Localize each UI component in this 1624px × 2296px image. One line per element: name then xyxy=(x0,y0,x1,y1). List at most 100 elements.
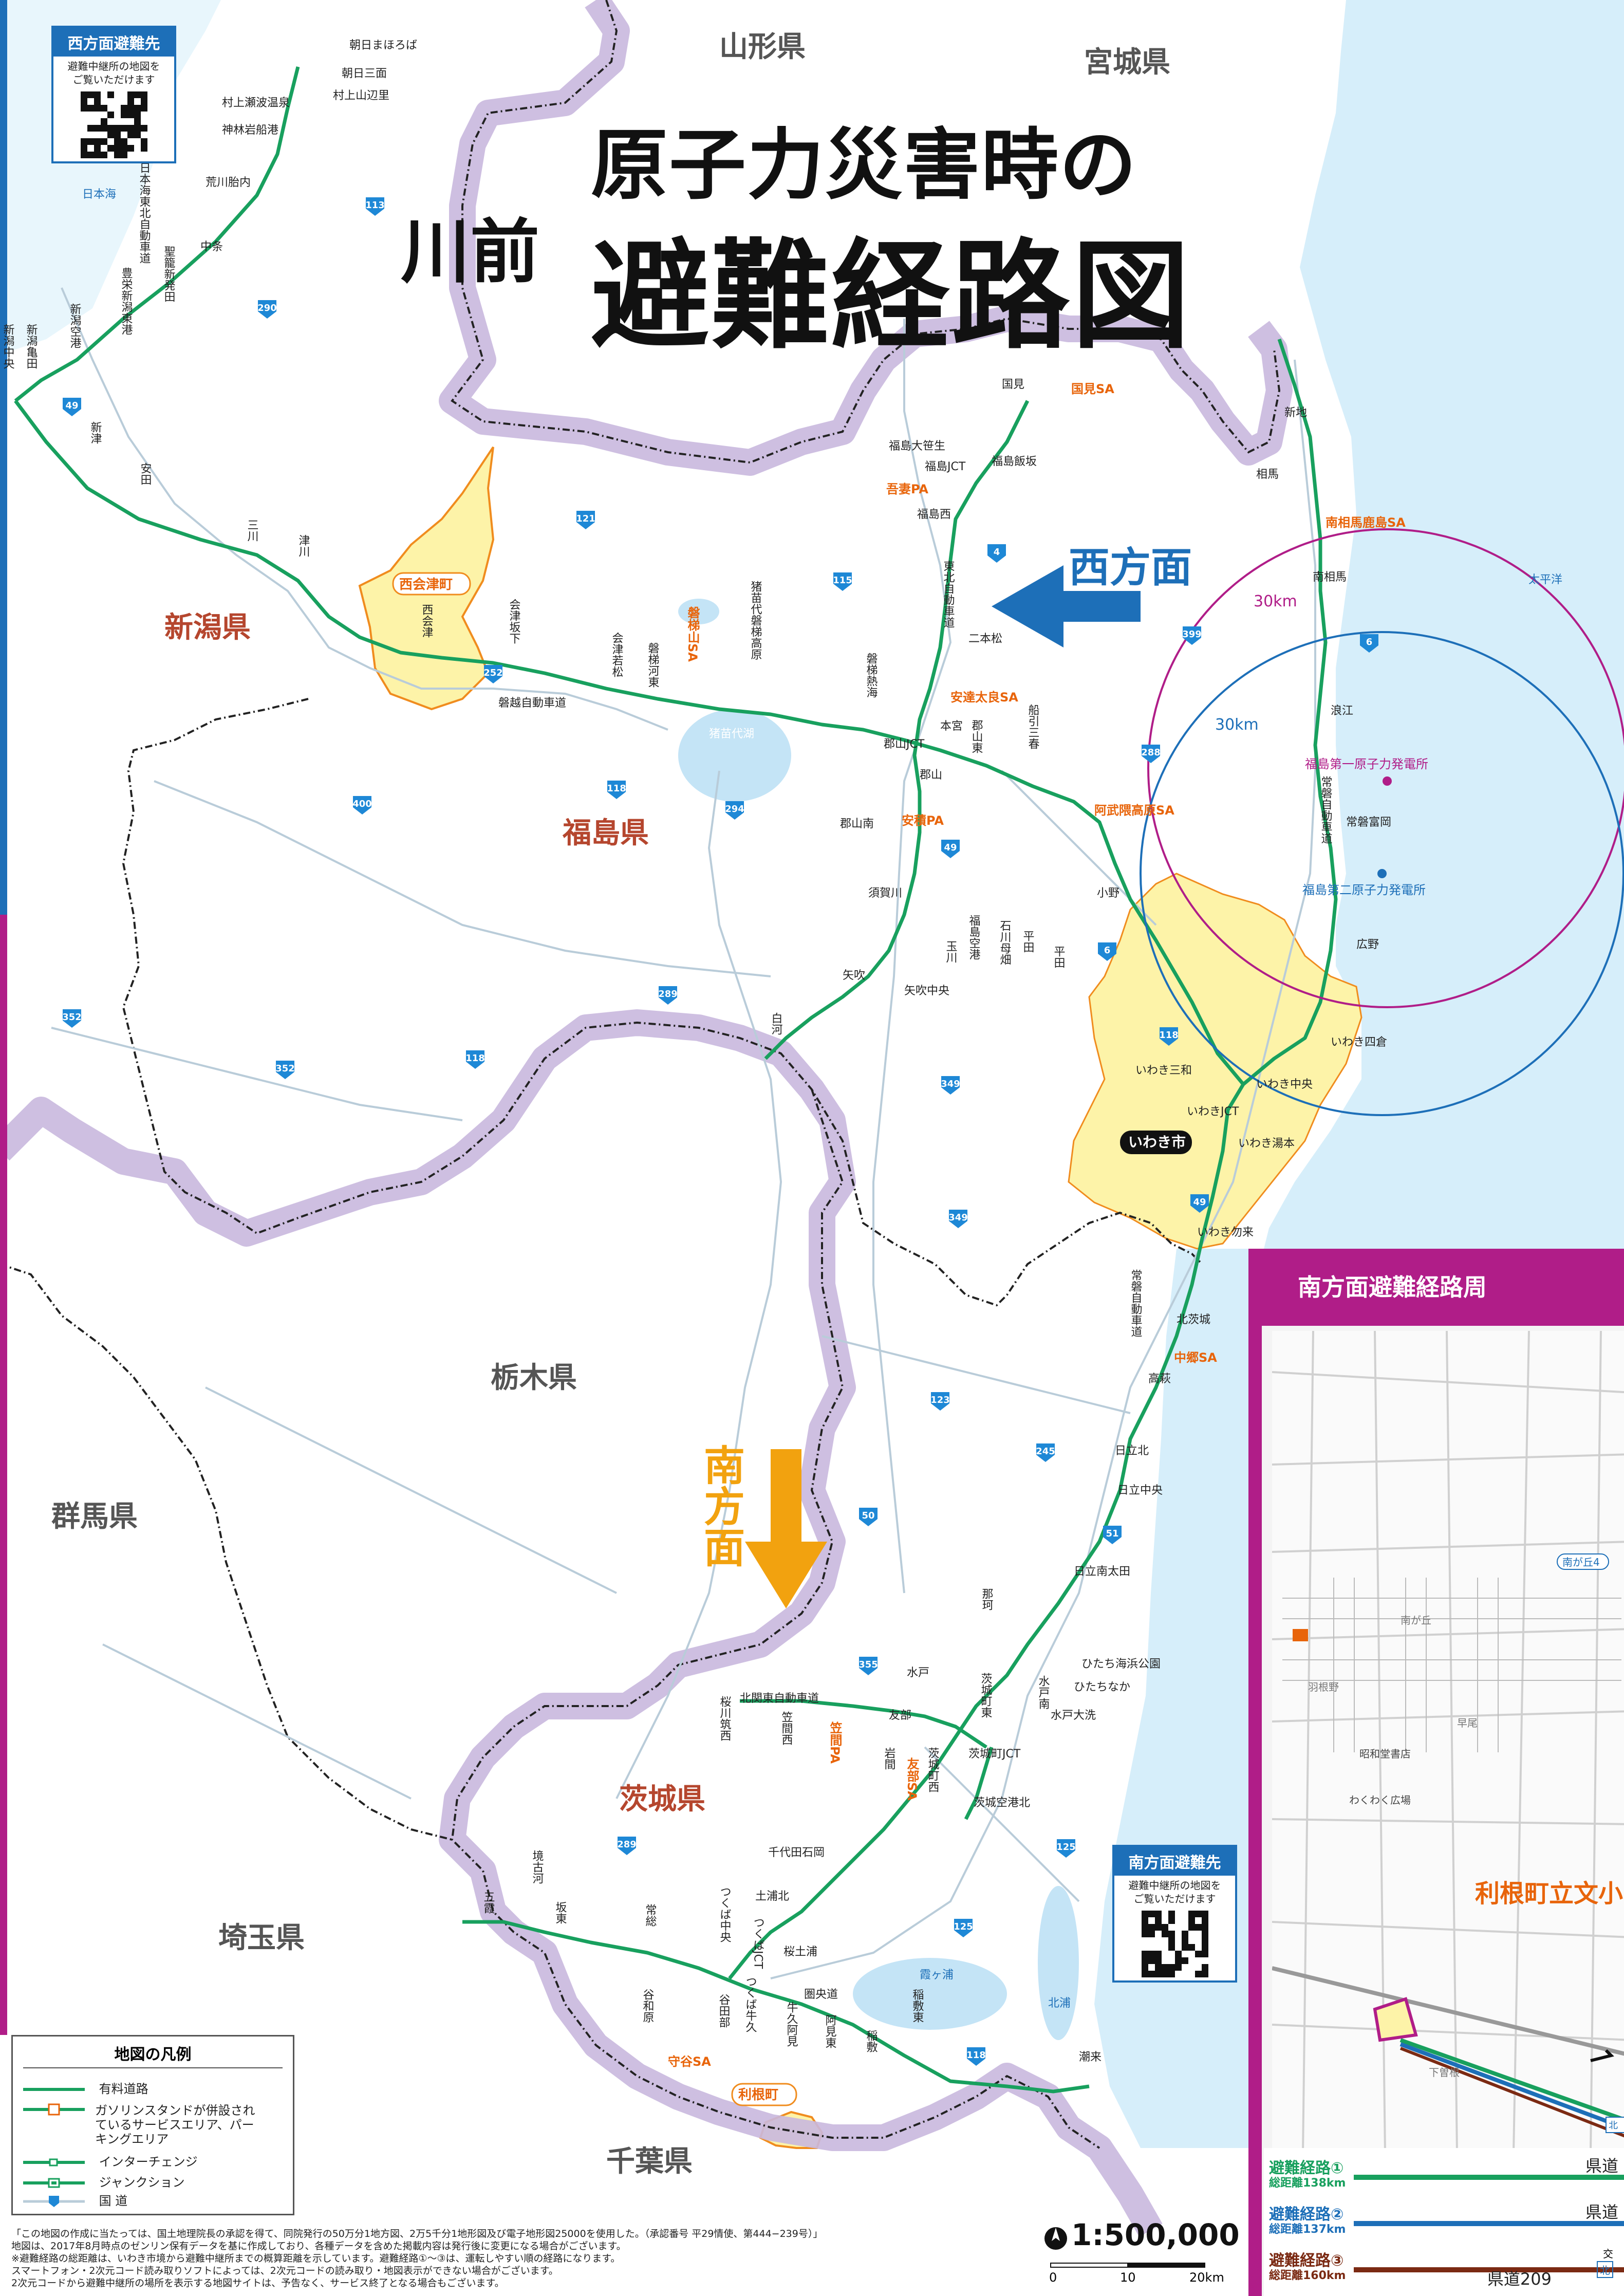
legend-national-label: 国 道 xyxy=(99,2194,128,2208)
ic-tsukuba-chuo: つくば中央 xyxy=(718,1886,732,1942)
svg-text:121: 121 xyxy=(576,513,595,524)
route-shield: 49 xyxy=(1190,1194,1209,1213)
qr-code-south[interactable] xyxy=(1141,1911,1208,1977)
label-gunma: 群馬県 xyxy=(51,1500,138,1533)
label-yamagata: 山形県 xyxy=(719,30,806,64)
route-1-bar xyxy=(1354,2175,1624,2180)
ic-toyosaka: 豊栄新潟東港 xyxy=(120,267,133,335)
ic-sukagawa: 須賀川 xyxy=(868,887,902,900)
label-daini: 福島第二原子力発電所 xyxy=(1302,883,1426,897)
svg-text:349: 349 xyxy=(948,1212,968,1223)
ic-ishikawa: 石川母畑 xyxy=(998,920,1012,965)
route-2-name: 避難経路② xyxy=(1269,2206,1344,2224)
route-3-kosaten: 交 xyxy=(1603,2248,1613,2260)
inset-label-hanyuno: 羽根野 xyxy=(1308,1681,1339,1693)
legend-toll-swatch xyxy=(23,2088,85,2091)
legend-interchange: インターチェンジ xyxy=(23,2155,285,2169)
qr-south-heading: 南方面避難先 xyxy=(1114,1847,1235,1876)
label-radius-1: 30km xyxy=(1254,592,1297,610)
legend-service-area: ガソリンスタンドが併設されているサービスエリア、パーキングエリア xyxy=(23,2103,285,2146)
boundary-yamagata xyxy=(439,0,1293,476)
svg-text:289: 289 xyxy=(658,989,678,999)
route-shield: 289 xyxy=(617,1837,637,1855)
svg-text:290: 290 xyxy=(257,303,277,313)
ic-mito-minami: 水戸南 xyxy=(1037,1675,1050,1709)
toll-roads xyxy=(14,66,1338,2094)
ic-inawashiro: 猪苗代磐梯高原 xyxy=(749,581,762,660)
inset-label-showa: 昭和堂書店 xyxy=(1359,1748,1411,1760)
route-shield: 288 xyxy=(1141,745,1161,763)
ic-fukushima-kuko: 福島空港 xyxy=(967,915,981,960)
ic-motomiya: 本宮 xyxy=(940,720,963,733)
sa-adatara: 安達太良SA xyxy=(950,690,1018,705)
ic-hirono: 広野 xyxy=(1356,938,1379,951)
ic-soma: 相馬 xyxy=(1256,468,1279,481)
ic-kita-ibaraki: 北茨城 xyxy=(1177,1313,1210,1326)
north-arrow-icon xyxy=(1044,2227,1067,2250)
label-niigata: 新潟県 xyxy=(164,611,251,644)
ic-fukushima-jct: 福島JCT xyxy=(925,460,966,473)
badge-nishiaizu-box xyxy=(392,572,471,596)
ic-koriyama-minami: 郡山南 xyxy=(840,818,874,830)
svg-text:294: 294 xyxy=(725,804,744,814)
ic-fukushima-iizaka: 福島飯坂 xyxy=(992,455,1037,468)
ic-hitachi-chuo: 日立中央 xyxy=(1117,1484,1163,1497)
label-pacific: 太平洋 xyxy=(1528,573,1562,586)
svg-text:118: 118 xyxy=(966,2050,986,2061)
ic-ibarakimachi-jct: 茨城町JCT xyxy=(968,1748,1021,1761)
qr-code-west[interactable] xyxy=(80,91,147,158)
ic-niitsu: 新津 xyxy=(89,421,102,444)
qr-card-west[interactable]: 西方面避難先 避難中継所の地図を ご覧いただけます xyxy=(51,26,176,163)
label-daiichi: 福島第一原子力発電所 xyxy=(1305,757,1428,771)
ic-joso: 常総 xyxy=(644,1904,657,1927)
ic-murakami-yamabe: 村上山辺里 xyxy=(333,89,389,102)
svg-text:289: 289 xyxy=(617,1839,637,1850)
ic-bandai-atami: 磐梯熱海 xyxy=(865,653,878,698)
label-joban-expressway-n: 常磐自動車道 xyxy=(1319,776,1333,844)
route-shield: 355 xyxy=(858,1657,878,1675)
route-shield: 294 xyxy=(725,801,744,820)
title-town: 川前 xyxy=(401,212,539,292)
legend-toll-label: 有料道路 xyxy=(99,2082,148,2096)
label-chiba: 千葉県 xyxy=(606,2145,693,2178)
qr-card-south[interactable]: 南方面避難先 避難中継所の地図を ご覧いただけます xyxy=(1112,1845,1237,1983)
ic-tsugawa: 津川 xyxy=(297,534,310,557)
route-1-distance: 総距離138km xyxy=(1269,2177,1346,2190)
route-shield: 290 xyxy=(257,300,277,319)
radius-daini xyxy=(1140,631,1624,1116)
ic-sakai-koga: 境古河 xyxy=(531,1850,544,1884)
svg-text:49: 49 xyxy=(944,842,957,853)
ic-mito-oarai: 水戸大洗 xyxy=(1051,1709,1096,1722)
ic-koriyama: 郡山 xyxy=(920,769,942,782)
legend-sa-swatch xyxy=(23,2103,85,2116)
route-shield: 51 xyxy=(1103,1526,1122,1544)
svg-text:355: 355 xyxy=(858,1659,878,1670)
road-joban xyxy=(728,338,1338,1980)
ic-takahagi: 高萩 xyxy=(1148,1373,1171,1385)
sa-tomobe: 友部SA xyxy=(905,1757,919,1801)
inset-label-hayao: 早尾 xyxy=(1457,1717,1478,1729)
route-shield: 125 xyxy=(1056,1839,1076,1858)
road-nihonkai-tohoku xyxy=(14,66,300,402)
svg-text:118: 118 xyxy=(607,783,626,794)
ic-niigata-kameda: 新潟亀田 xyxy=(25,324,38,369)
label-tochigi: 栃木県 xyxy=(491,1361,577,1395)
route-shield: 349 xyxy=(948,1210,968,1228)
route-row-2: 避難経路② 総距離137km 県道 xyxy=(1269,2199,1624,2246)
label-kitakanto-expressway: 北関東自動車道 xyxy=(740,1692,819,1705)
footnote-3: ※避難経路の総距離は、いわき市境から避難中継所までの概算距離を示しています。避難… xyxy=(11,2253,621,2264)
ic-murakami-semami: 村上瀬波温泉 xyxy=(222,97,290,109)
ic-naka: 那珂 xyxy=(980,1588,994,1610)
route-1-name: 避難経路① xyxy=(1269,2159,1344,2177)
inset-school-label: 利根町立文小学 xyxy=(1475,1879,1624,1908)
south-route-inset: 南方面避難経路周 南が丘 南が丘4 羽根野 早尾 昭和堂書店 わくわく広場 下曽… xyxy=(1248,1249,1624,2296)
badge-nishiaizu: 西会津町 xyxy=(399,577,453,592)
route-shield: 125 xyxy=(954,1919,973,1937)
ic-kasama-nishi: 笠間西 xyxy=(780,1711,793,1745)
ic-kunimi: 国見 xyxy=(1002,378,1024,391)
route-shield: 118 xyxy=(966,2047,986,2066)
ic-iwaki-chuo: いわき中央 xyxy=(1256,1078,1313,1091)
label-fukushima: 福島県 xyxy=(562,817,649,850)
